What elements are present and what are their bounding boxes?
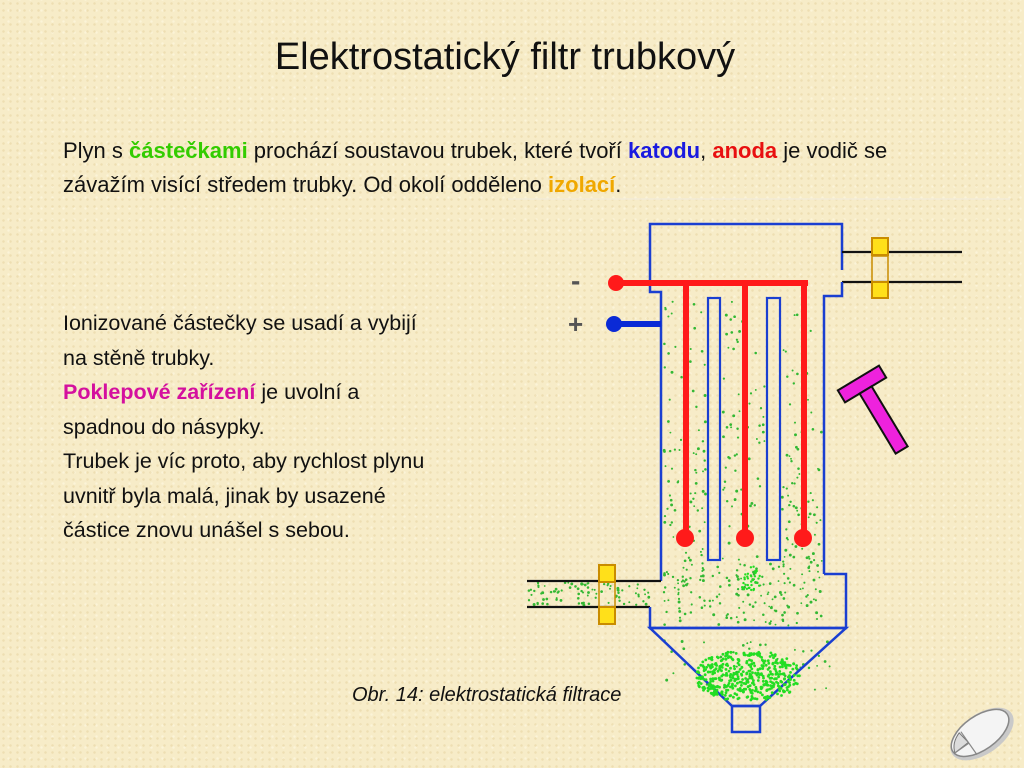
top-chamber-wall <box>648 222 844 270</box>
side-line-2: Poklepové zařízení je uvolní a spadnou d… <box>63 380 360 439</box>
side-line-1: Ionizované částečky se usadí a vybijí na… <box>63 311 417 370</box>
dust-particles <box>527 300 831 691</box>
cathode-terminal <box>608 275 624 291</box>
anode-connection <box>606 316 661 332</box>
insulator-right-bottom <box>871 281 889 299</box>
collector-tube-1 <box>706 296 722 562</box>
hammer-icon <box>836 364 910 455</box>
left-wall <box>648 270 663 581</box>
highlight-poklepove: Poklepové zařízení <box>63 380 256 404</box>
insulator-right-mid <box>871 255 889 283</box>
cathode-electrode <box>608 275 812 547</box>
plus-label: + <box>568 309 583 339</box>
slide-title: Elektrostatický filtr trubkový <box>274 36 736 78</box>
insulator-right-top <box>871 237 889 256</box>
highlight-castecky: částečkami <box>129 138 248 163</box>
hopper <box>646 626 850 708</box>
highlight-izolaci: izolací <box>548 172 616 197</box>
hopper-outlet <box>730 704 762 734</box>
highlight-katodu: katodu <box>627 138 701 163</box>
mouse-icon[interactable] <box>940 700 1024 768</box>
weight-1 <box>676 529 694 547</box>
intro-paragraph: Plyn s částečkami prochází soustavou tru… <box>63 138 888 197</box>
figure-caption: Obr. 14: elektrostatická filtrace <box>352 684 622 706</box>
highlight-anoda: anoda <box>712 138 778 163</box>
anode-terminal <box>606 316 622 332</box>
right-shoulder-wall <box>822 282 844 574</box>
dust-pile <box>695 650 801 702</box>
weight-2 <box>736 529 754 547</box>
collector-tube-2 <box>765 296 782 562</box>
side-line-3: Trubek je víc proto, aby rychlost plynu … <box>63 449 425 542</box>
insulator-left-bottom <box>598 606 616 625</box>
insulator-left-top <box>598 564 616 583</box>
weight-3 <box>794 529 812 547</box>
minus-label: - <box>571 265 580 296</box>
side-paragraph: Ionizované částečky se usadí a vybijí na… <box>63 306 443 548</box>
